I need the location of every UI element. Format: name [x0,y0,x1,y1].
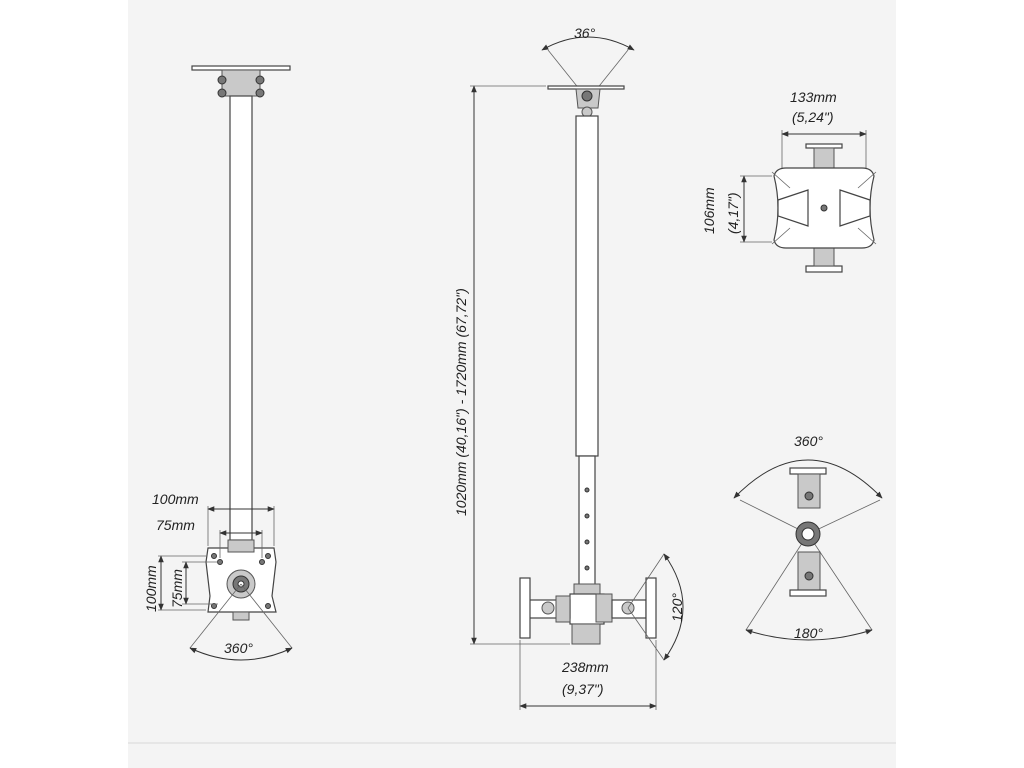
vesa-hole-icon [265,553,271,559]
ceiling-plate [191,65,291,71]
bracket-bolt-icon [255,88,265,98]
top-plate [789,467,827,475]
dim-width-inner: 75mm [156,517,195,533]
bracket-bolt-icon [217,75,227,85]
vesa-hole-icon [217,559,223,565]
dim-width-outer: 100mm [152,491,199,507]
lower-knob [232,611,250,621]
upper-bolt-icon [804,491,814,501]
left-collar [555,595,571,623]
bottom-stub-plate [805,265,843,273]
left-plate [519,577,531,639]
left-knob-icon [541,601,555,615]
depth-in: (9,37") [562,681,604,697]
plate-cutout-left [777,189,809,227]
ceiling-bracket [221,69,261,97]
plate-center-hole [820,204,828,212]
tilt-side-label: 120° [669,593,685,622]
center-pivot-hole [801,527,815,541]
vesa-hole-icon [211,603,217,609]
head-base [571,623,601,645]
dim-height-inner: 75mm [169,569,185,608]
bracket-bolt-icon [217,88,227,98]
tilt-side-arc [663,553,684,661]
top-right-view: 133mm (5,24") 106mm (4,17") [701,89,877,273]
height-hole-icon [584,513,590,519]
tilt-clamp [595,593,613,623]
top-stub-plate [805,143,843,149]
tilt-top-label: 36° [574,25,596,41]
swivel-arc [745,629,873,641]
bottom-plate [789,589,827,597]
bottom-stub [813,245,835,267]
vesa-hole-icon [259,559,265,565]
lower-bracket [797,551,821,591]
pole [229,95,253,541]
length-label: 1020mm (40,16") - 1720mm (67,72") [453,288,469,516]
bottom-right-view: 360° 180° [733,433,883,641]
plate-cutout-right [839,189,871,227]
pivot-bolt-icon [581,90,593,102]
height-in: (4,17") [725,192,741,234]
rotation-label: 360° [224,640,253,656]
lower-bolt-icon [804,571,814,581]
right-plate [645,577,657,639]
drawing-sheet [128,0,896,768]
left-view: 100mm 75mm 100mm 75mm 360° [143,65,293,661]
bracket-bolt-icon [255,75,265,85]
width-in: (5,24") [792,109,834,125]
dim-height-outer: 100mm [143,565,159,612]
rotation-arc [189,647,293,661]
height-hole-icon [584,487,590,493]
top-stub [813,147,835,169]
center-view: 36° [453,25,685,710]
pole-collar [573,583,601,595]
outer-pole [575,115,599,457]
rotation-label: 360° [794,433,823,449]
bottom-divider [128,742,896,744]
swivel-label: 180° [794,625,823,641]
vesa-hole-icon [211,553,217,559]
vesa-hole-icon [265,603,271,609]
tilt-top-arc [541,36,635,51]
pole-collar [227,539,255,553]
width-mm: 133mm [790,89,837,105]
depth-mm: 238mm [561,659,609,675]
rotation-arc-top [733,459,883,499]
height-hole-icon [584,565,590,571]
height-hole-icon [584,539,590,545]
upper-bracket [797,473,821,509]
height-mm: 106mm [701,187,717,234]
